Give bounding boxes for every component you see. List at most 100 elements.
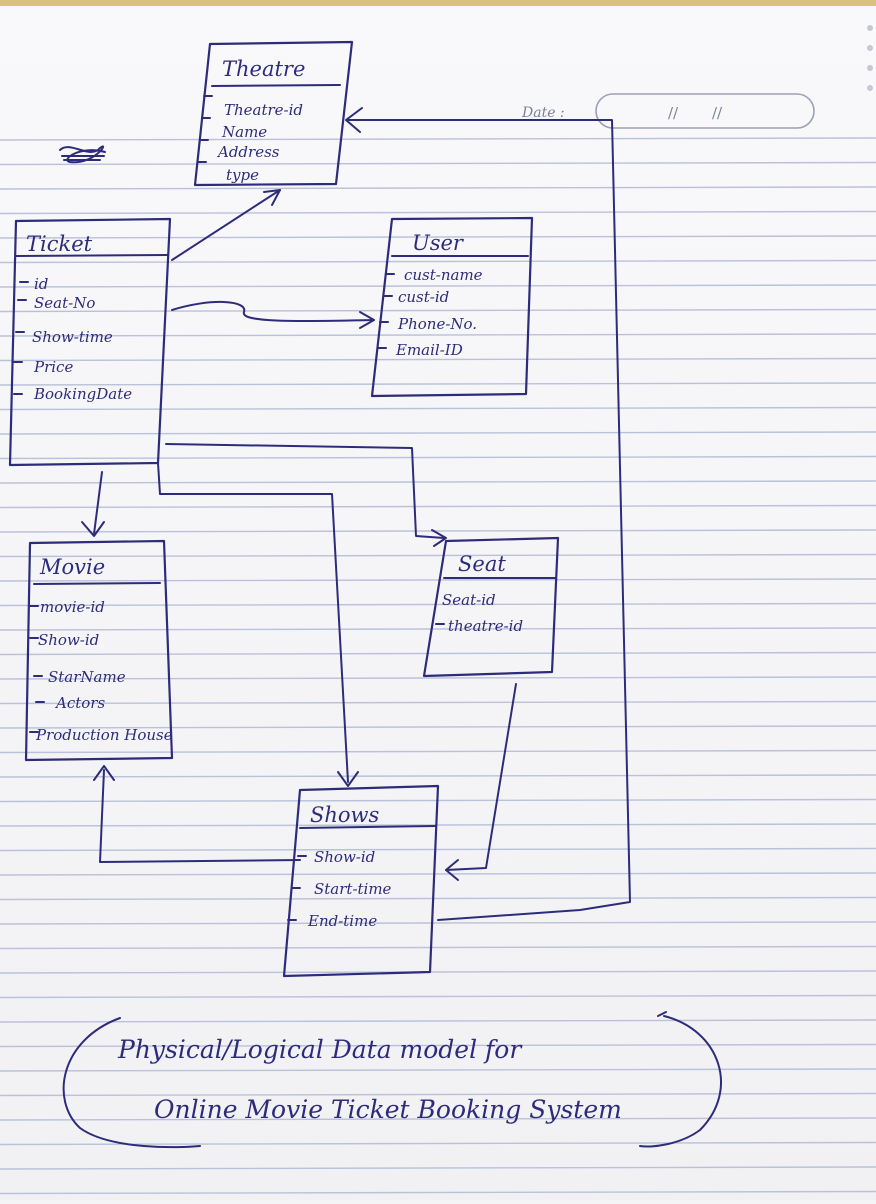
- ruled-line: [0, 700, 876, 705]
- arrowhead-theatre: [263, 189, 281, 206]
- date-label: Date :: [521, 105, 565, 121]
- movie-attr-3: StarName: [48, 668, 126, 686]
- ruled-line: [0, 578, 876, 582]
- ruled-line: [0, 994, 876, 999]
- ruled-line: [0, 1166, 876, 1170]
- spiral-binding: [867, 25, 873, 91]
- ruled-line: [0, 970, 876, 974]
- connector-ticket-shows: [157, 462, 349, 783]
- connector-shows-movie: [99, 769, 301, 863]
- ruled-line: [0, 823, 876, 827]
- theatre-attr-4: type: [226, 166, 259, 184]
- ruled-line: [0, 774, 876, 778]
- arrowhead-seat: [431, 529, 447, 547]
- connector-ticket-movie: [93, 471, 103, 535]
- ink-scribble: [59, 145, 106, 164]
- theatre-title: Theatre: [222, 57, 305, 81]
- ticket-attr-1: id: [34, 275, 48, 293]
- ruled-line: [0, 651, 876, 656]
- ruled-line: [0, 186, 876, 190]
- caption-line-2: Online Movie Ticket Booking System: [154, 1095, 622, 1124]
- ruled-line: [0, 137, 876, 141]
- ruled-line: [0, 945, 876, 950]
- theatre-entity: Theatre Theatre-id Name Address type: [193, 40, 354, 187]
- ruled-line: [0, 259, 876, 264]
- date-field: Date : // //: [521, 93, 815, 129]
- arrowhead-movie: [81, 521, 105, 537]
- ruled-line: [0, 529, 876, 533]
- connector-ticket-user: [171, 301, 375, 323]
- ruled-line: [0, 431, 876, 435]
- ruled-line: [0, 1117, 876, 1121]
- ruled-line: [0, 284, 876, 288]
- user-attr-3: Phone-No.: [397, 315, 477, 333]
- movie-title: Movie: [39, 555, 105, 579]
- movie-attr-1: movie-id: [40, 598, 105, 616]
- user-title: User: [412, 231, 465, 255]
- ruled-line: [0, 210, 876, 215]
- ruled-line: [0, 406, 876, 411]
- shows-title: Shows: [310, 803, 380, 827]
- ruled-line: [0, 921, 876, 925]
- connectors: [81, 107, 631, 921]
- ruled-lines: [0, 137, 876, 1195]
- seat-attr-2: theatre-id: [448, 617, 523, 635]
- ruled-line: [0, 553, 876, 558]
- caption: Physical/Logical Data model for Online M…: [62, 1011, 722, 1149]
- date-month-slash: //: [712, 104, 723, 122]
- user-attr-2: cust-id: [398, 288, 449, 306]
- ticket-attr-3: Show-time: [32, 328, 113, 346]
- caption-bracket-tip: [657, 1011, 667, 1017]
- arrowhead-user: [359, 311, 375, 329]
- user-entity: User cust-name cust-id Phone-No. Email-I…: [370, 216, 534, 398]
- shows-attr-2: Start-time: [314, 880, 392, 898]
- ruled-line: [0, 1068, 876, 1072]
- ruled-line: [0, 235, 876, 239]
- connector-ticket-theatre: [171, 189, 281, 261]
- user-attr-1: cust-name: [404, 266, 483, 284]
- movie-attr-4: Actors: [54, 694, 105, 712]
- ruled-line: [0, 627, 876, 631]
- movie-attr-2: Show-id: [38, 631, 99, 649]
- connector-seat-shows: [445, 683, 517, 871]
- seat-entity: Seat Seat-id theatre-id: [422, 536, 560, 678]
- ruled-line: [0, 1043, 876, 1048]
- ruled-line: [0, 357, 876, 362]
- ruled-line: [0, 1141, 876, 1146]
- shows-attr-3: End-time: [307, 912, 377, 930]
- arrowhead-theatre-right: [345, 107, 363, 133]
- ruled-line: [0, 872, 876, 876]
- ticket-attr-2: Seat-No: [34, 294, 95, 312]
- ruled-line: [0, 455, 876, 460]
- user-attr-4: Email-ID: [395, 341, 463, 359]
- ruled-line: [0, 1019, 876, 1023]
- caption-left-bracket: [62, 1017, 201, 1149]
- caption-line-1: Physical/Logical Data model for: [117, 1035, 523, 1064]
- ruled-line: [0, 1092, 876, 1097]
- ticket-title: Ticket: [26, 232, 93, 256]
- ruled-line: [0, 602, 876, 607]
- connector-shows-theatre: [347, 119, 631, 921]
- seat-attr-1: Seat-id: [442, 591, 496, 609]
- ruled-line: [0, 1190, 876, 1195]
- caption-right-bracket: [639, 1015, 722, 1148]
- seat-title: Seat: [458, 552, 506, 576]
- theatre-attr-2: Name: [221, 123, 267, 141]
- arrowhead-seat-shows: [445, 859, 459, 881]
- ruled-line: [0, 382, 876, 386]
- movie-entity: Movie movie-id Show-id StarName Actors P…: [24, 539, 174, 762]
- shows-attr-1: Show-id: [314, 848, 375, 866]
- shows-entity: Shows Show-id Start-time End-time: [282, 784, 440, 978]
- ticket-entity: Ticket id Seat-No Show-time Price Bookin…: [8, 217, 172, 467]
- ruled-line: [0, 161, 876, 166]
- ruled-line: [0, 504, 876, 509]
- movie-attr-5: Production House: [35, 726, 173, 744]
- date-day-slash: //: [668, 104, 679, 122]
- ruled-line: [0, 333, 876, 337]
- ticket-attr-4: Price: [33, 358, 73, 376]
- theatre-attr-3: Address: [216, 143, 280, 161]
- ruled-line: [0, 676, 876, 680]
- page-top-edge: [0, 0, 876, 6]
